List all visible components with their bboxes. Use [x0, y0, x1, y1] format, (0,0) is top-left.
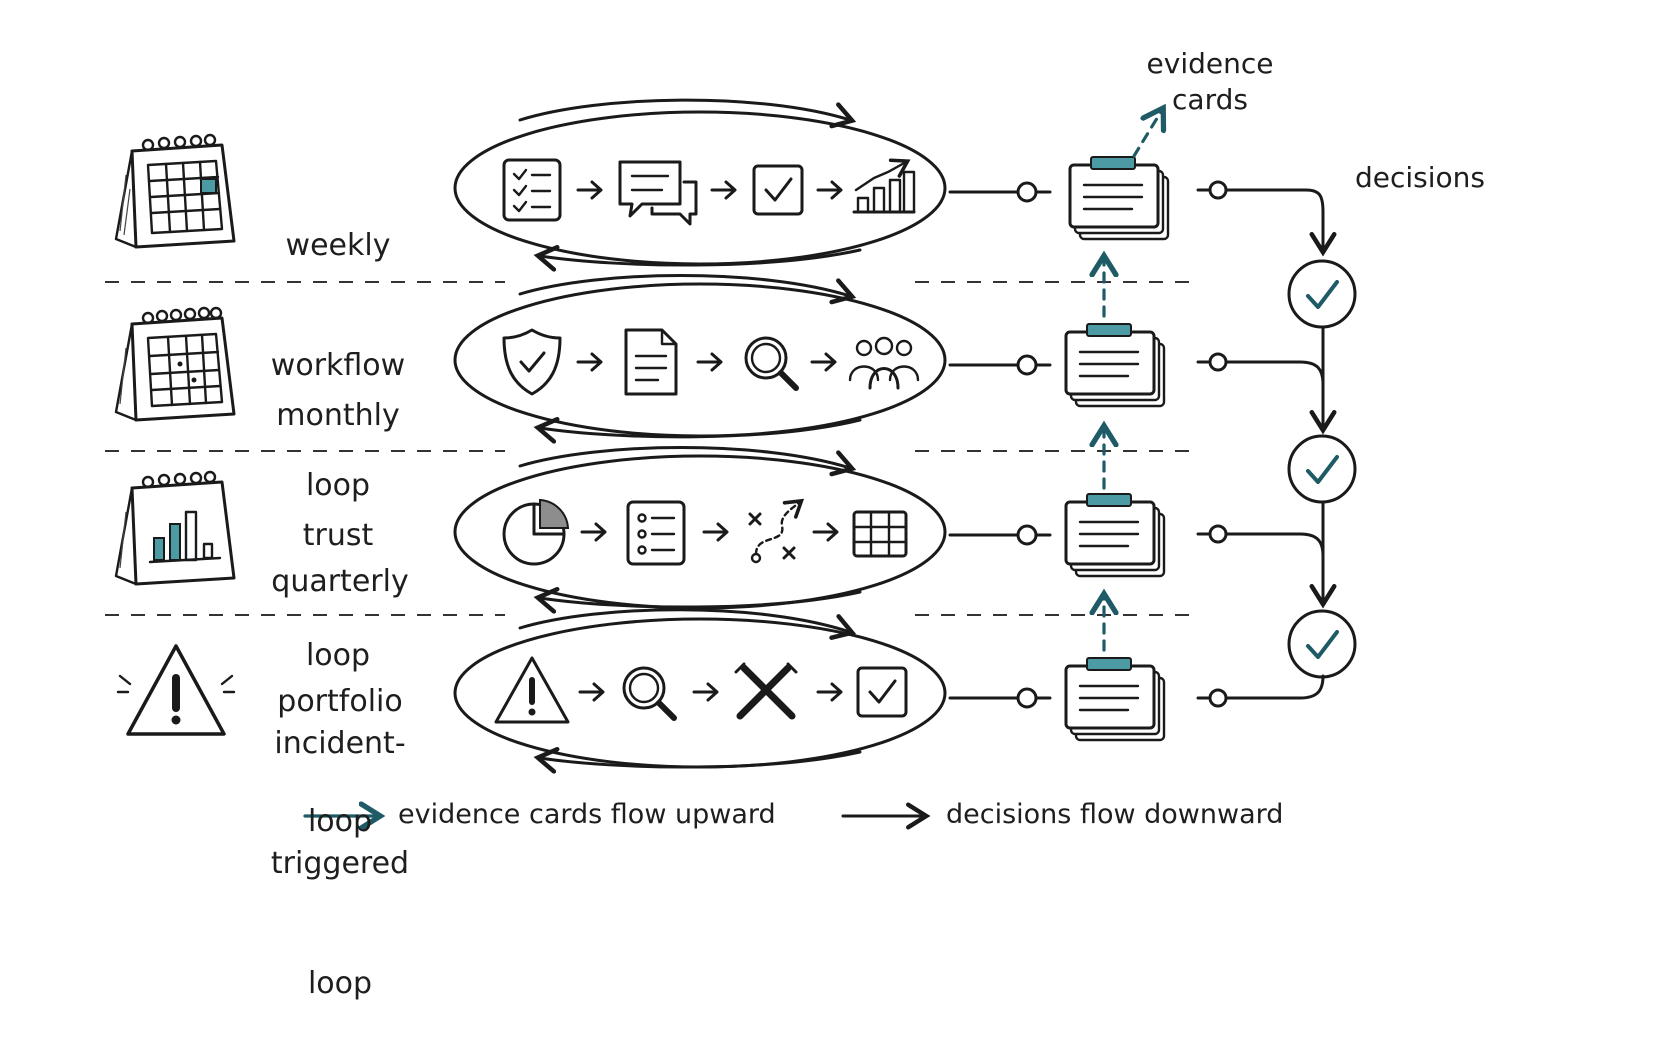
document-icon [624, 328, 678, 396]
loop-label-weekly: weekly workflow loop [268, 146, 408, 546]
calendar-icon [114, 306, 236, 422]
loop-label-line: portfolio [277, 684, 403, 719]
decision-check-icon [1287, 609, 1357, 679]
decision-check-icon [1287, 434, 1357, 504]
legend-decisions-label: decisions flow downward [946, 799, 1284, 830]
loop-row-monthly [114, 274, 1228, 444]
evidence-flow-arrows [1104, 110, 1162, 652]
shield-check-icon [502, 328, 562, 396]
loop-label-line: triggered [270, 846, 410, 881]
decision-check-icon [1287, 259, 1357, 329]
checklist-icon [502, 158, 562, 222]
loop-label-line: weekly [285, 228, 391, 263]
people-group-icon [848, 336, 920, 390]
warning-icon [116, 644, 236, 736]
pie-chart-icon [502, 498, 570, 566]
tools-icon [734, 662, 798, 720]
strategy-path-icon [748, 498, 805, 564]
chat-bubbles-icon [618, 160, 698, 226]
loop-row-incident [116, 608, 1228, 774]
loop-label-line: incident- [274, 726, 406, 761]
loop-label-incident: incident- triggered loop [262, 644, 418, 1044]
bar-chart-trend-icon [852, 158, 916, 214]
decision-flow [1224, 188, 1357, 700]
loop-label-quarterly: quarterly portfolio loop [262, 482, 418, 882]
checkbox-icon [752, 164, 804, 216]
warning-icon [496, 658, 568, 722]
loop-row-weekly [114, 98, 1228, 272]
loop-label-line: trust [302, 518, 374, 553]
loop-diagram [105, 98, 1357, 941]
loop-label-line: loop [307, 804, 373, 839]
calendar-bar-chart-icon [114, 470, 236, 586]
loop-label-line: loop [305, 468, 371, 503]
evidence-cards-header-line1: evidence [1146, 47, 1274, 80]
loop-label-line: loop [307, 966, 373, 1001]
evidence-card-stack [1064, 322, 1166, 408]
legend-evidence-label: evidence cards flow upward [398, 799, 776, 830]
calendar-icon [114, 133, 236, 249]
loop-row-quarterly [114, 446, 1228, 614]
checkbox-icon [856, 666, 908, 718]
evidence-card-stack [1064, 656, 1166, 742]
loop-label-line: workflow [270, 348, 406, 383]
list-icon [626, 500, 686, 566]
evidence-card-stack [1064, 492, 1166, 578]
evidence-cards-header-line2: cards [1172, 83, 1248, 116]
loop-label-line: loop [305, 638, 371, 673]
evidence-cards-header: evidence cards [1140, 46, 1280, 118]
loop-label-monthly: monthly trust loop [268, 316, 408, 716]
evidence-card-stack [1068, 155, 1170, 241]
row-separators [105, 281, 1195, 616]
magnifier-icon [624, 668, 674, 718]
magnifier-icon [746, 338, 796, 388]
loop-label-line: monthly [276, 398, 400, 433]
decisions-header: decisions [1354, 161, 1485, 194]
loop-label-line: quarterly [271, 564, 409, 599]
grid-table-icon [852, 510, 908, 558]
